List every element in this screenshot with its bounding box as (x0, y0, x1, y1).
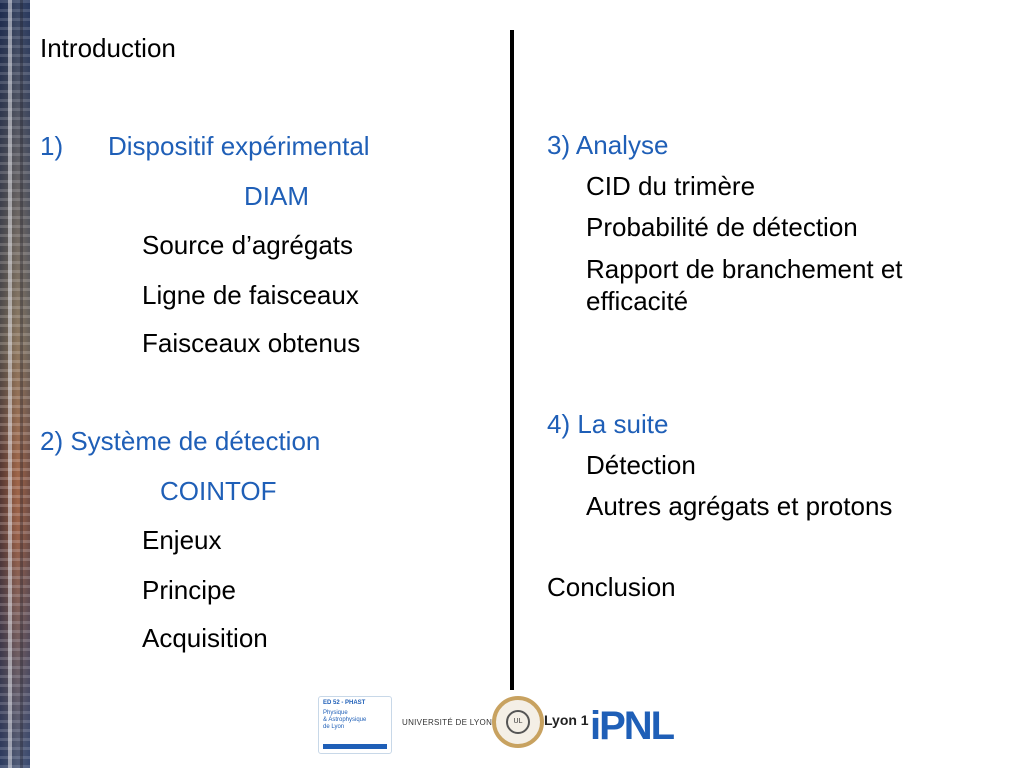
item-diam: DIAM (244, 181, 309, 211)
item-detection: Détection (586, 450, 696, 480)
phast-logo-line2: Physique (323, 710, 348, 716)
item-analyse: 3) Analyse (547, 130, 669, 160)
item-ligne-faisceaux: Ligne de faisceaux (142, 280, 359, 310)
ipnl-logo: iPNL (590, 704, 675, 748)
item-rapport-branchement: Rapport de branchement et (586, 254, 903, 284)
item-faisceaux-obtenus: Faisceaux obtenus (142, 328, 361, 358)
item-dispositif-experimental: Dispositif expérimental (108, 131, 370, 161)
side-image-overlay (0, 0, 30, 768)
item-acquisition: Acquisition (142, 623, 268, 653)
phast-logo-line4: de Lyon (323, 724, 345, 730)
item-la-suite: 4) La suite (547, 409, 669, 439)
item-systeme-detection: 2) Système de détection (40, 426, 321, 456)
item-conclusion: Conclusion (547, 572, 676, 602)
phast-logo-line3: & Astrophysique (323, 717, 367, 723)
column-divider (510, 30, 514, 690)
item-enjeux: Enjeux (142, 525, 222, 555)
logo-bar: ED 52 - PHAST Physique & Astrophysique d… (318, 696, 708, 756)
item-cointof: COINTOF (160, 476, 277, 506)
item-cid-trimere: CID du trimère (586, 171, 756, 201)
university-seal-logo: UL (492, 696, 544, 748)
item-probabilite-detection: Probabilité de détection (586, 212, 858, 242)
phast-logo: ED 52 - PHAST Physique & Astrophysique d… (318, 696, 392, 754)
item-1-number: 1) (40, 131, 64, 161)
lyon1-logo: Lyon 1 (544, 712, 589, 728)
item-principe: Principe (142, 575, 236, 605)
phast-logo-bar (323, 744, 387, 749)
item-source-agregats: Source d’agrégats (142, 230, 354, 260)
universite-de-lyon-logo: UNIVERSITÉ DE LYON (402, 718, 493, 727)
side-image-shadow (20, 0, 23, 768)
item-autres-agregats: Autres agrégats et protons (586, 491, 893, 521)
decorative-side-image (0, 0, 30, 768)
item-efficacite: efficacité (586, 286, 689, 316)
item-introduction: Introduction (40, 33, 176, 63)
seal-inner: UL (506, 710, 530, 734)
phast-logo-line1: ED 52 - PHAST (323, 700, 366, 706)
side-image-highlight (8, 0, 12, 768)
